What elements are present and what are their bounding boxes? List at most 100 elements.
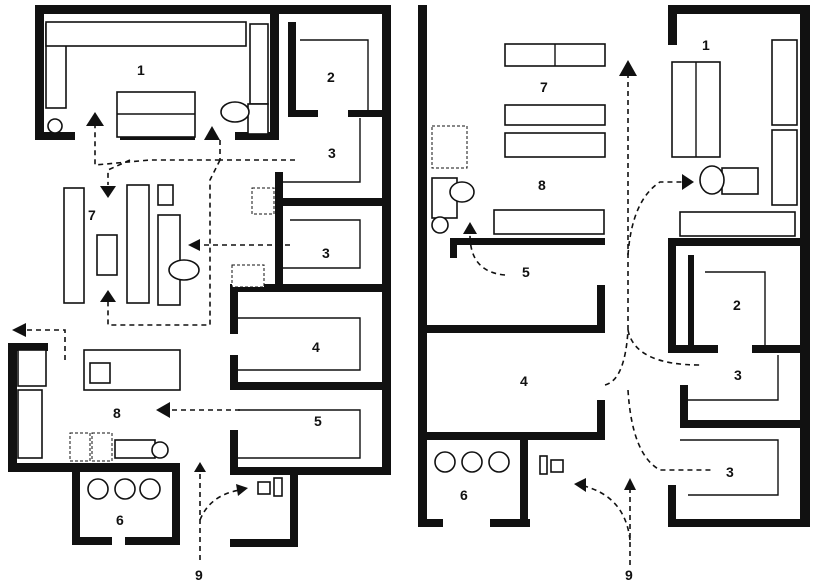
right-wall-r8-bottom bbox=[455, 238, 605, 245]
left-flow-9 bbox=[199, 489, 241, 521]
left-label-entry9: 9 bbox=[195, 567, 203, 583]
right-wall-r3b-left bbox=[668, 485, 676, 527]
right-flow-7 bbox=[469, 234, 506, 276]
left-r7-mat-b bbox=[231, 264, 265, 288]
left-wall-room6-right bbox=[172, 463, 180, 545]
left-r8-mat-a bbox=[69, 432, 91, 462]
left-flow-1 bbox=[219, 140, 295, 161]
right-r2-inner bbox=[705, 271, 766, 345]
right-wall-r5-right bbox=[597, 285, 605, 333]
left-plan: 1 2 3 3 4 5 6 7 8 9 bbox=[8, 5, 391, 583]
right-r7-shelf-c bbox=[504, 132, 606, 158]
left-wall-room6-left bbox=[72, 463, 80, 545]
left-r1-counter-top bbox=[45, 21, 247, 47]
left-wall-room1-right bbox=[270, 5, 279, 140]
left-flow-2 bbox=[94, 125, 221, 166]
left-arrowhead-4 bbox=[100, 290, 116, 302]
right-arrowhead-3 bbox=[624, 478, 636, 490]
right-wall-r1-left bbox=[668, 5, 677, 45]
right-r6-circle-c bbox=[488, 451, 510, 473]
left-arrowhead-9 bbox=[236, 484, 248, 496]
left-arrowhead-3 bbox=[100, 186, 116, 198]
left-room4-inner bbox=[238, 317, 361, 371]
left-entry-fixture-a bbox=[257, 481, 271, 495]
left-wall-room1-left bbox=[35, 5, 44, 140]
right-arrowhead-2 bbox=[682, 174, 694, 190]
left-wall-room1-bottom-c bbox=[235, 132, 279, 140]
left-r7-bed bbox=[96, 234, 118, 276]
left-wall-room4-left-lower bbox=[230, 355, 238, 390]
left-label-room4: 4 bbox=[312, 339, 320, 355]
left-stall3b-inner bbox=[283, 219, 361, 269]
left-wall-room4-left bbox=[230, 284, 238, 334]
right-wall-bottom-mid bbox=[490, 519, 530, 527]
left-wall-room2-bottom-b bbox=[348, 110, 383, 117]
left-wall-room2-bottom-a bbox=[288, 110, 318, 117]
right-arrowhead-4 bbox=[574, 478, 586, 492]
right-wall-r2-bottom-b bbox=[752, 345, 810, 353]
left-wall-entry-bottom bbox=[230, 539, 298, 547]
left-wall-left-bottom bbox=[8, 463, 180, 472]
right-flow-4 bbox=[627, 389, 712, 471]
right-r3a-inner bbox=[688, 355, 779, 401]
right-wall-left bbox=[418, 5, 427, 527]
left-wall-top bbox=[35, 5, 278, 14]
left-r1-counter-right bbox=[249, 23, 269, 105]
right-wall-r1-bottom bbox=[668, 238, 810, 246]
right-flow-3 bbox=[627, 329, 701, 366]
left-label-room3b: 3 bbox=[322, 245, 330, 261]
left-arrowhead-7 bbox=[12, 323, 26, 337]
right-wall-r2-bottom-a bbox=[668, 345, 718, 353]
left-r7-shelf-c bbox=[157, 184, 174, 206]
left-wall-room1-bottom-a bbox=[35, 132, 75, 140]
left-r7-chair bbox=[168, 259, 200, 281]
left-wall-stall3-divider bbox=[275, 198, 391, 206]
right-arrowhead-1 bbox=[619, 60, 637, 76]
left-room2-inner bbox=[300, 39, 369, 110]
left-wall-entry-right bbox=[290, 467, 298, 547]
right-wall-r4-bottom bbox=[427, 432, 605, 440]
right-wall-r6-right bbox=[520, 440, 528, 527]
left-r8-mat-b bbox=[91, 432, 113, 462]
right-r1-cabinet-b bbox=[771, 129, 798, 206]
right-wall-r3-divider bbox=[680, 420, 810, 428]
right-r1-cabinet-a bbox=[771, 39, 798, 126]
right-wall-bottom-left bbox=[418, 519, 443, 527]
left-wall-room6-bottom-b bbox=[125, 537, 180, 545]
left-wall-room2-left bbox=[288, 22, 296, 117]
right-label-room3b: 3 bbox=[726, 464, 734, 480]
left-label-room2: 2 bbox=[327, 69, 335, 85]
left-entry-fixture-b bbox=[273, 477, 283, 497]
left-r6-circle-b bbox=[114, 478, 136, 500]
right-r3b-inner bbox=[680, 439, 779, 496]
right-wall-r4-divider bbox=[427, 325, 605, 333]
right-label-room7: 7 bbox=[540, 79, 548, 95]
right-wall-r1-top bbox=[668, 5, 810, 14]
right-wall-r2-inner-left bbox=[688, 255, 694, 345]
left-label-room6: 6 bbox=[116, 512, 124, 528]
left-label-room5: 5 bbox=[314, 413, 322, 429]
right-r7-shelf-b bbox=[504, 104, 606, 126]
left-wall-stall3a-top bbox=[275, 172, 283, 202]
right-r7-mat bbox=[431, 125, 468, 169]
left-r7-shelf-a bbox=[63, 187, 85, 304]
left-r1-cabinet bbox=[247, 103, 269, 135]
left-flow-7 bbox=[25, 329, 66, 360]
right-r1-chair bbox=[699, 165, 725, 195]
right-entry-fixture-a bbox=[539, 455, 548, 475]
left-wall-outer-right-top bbox=[278, 5, 390, 14]
right-r6-circle-b bbox=[461, 451, 483, 473]
left-label-room8: 8 bbox=[113, 405, 121, 421]
right-entry-fixture-b bbox=[550, 459, 564, 473]
right-label-room3a: 3 bbox=[734, 367, 742, 383]
left-r6-circle-c bbox=[139, 478, 161, 500]
left-room5-inner bbox=[238, 409, 361, 459]
left-wall-stall3b-left bbox=[275, 198, 283, 288]
left-wall-stall3b-bottom bbox=[230, 284, 391, 292]
right-flow-6 bbox=[579, 484, 631, 541]
left-r1-chair bbox=[220, 101, 250, 123]
right-label-room1: 1 bbox=[702, 37, 710, 53]
right-wall-r3b-bottom bbox=[668, 519, 810, 527]
left-wall-room4-bottom bbox=[230, 382, 391, 390]
